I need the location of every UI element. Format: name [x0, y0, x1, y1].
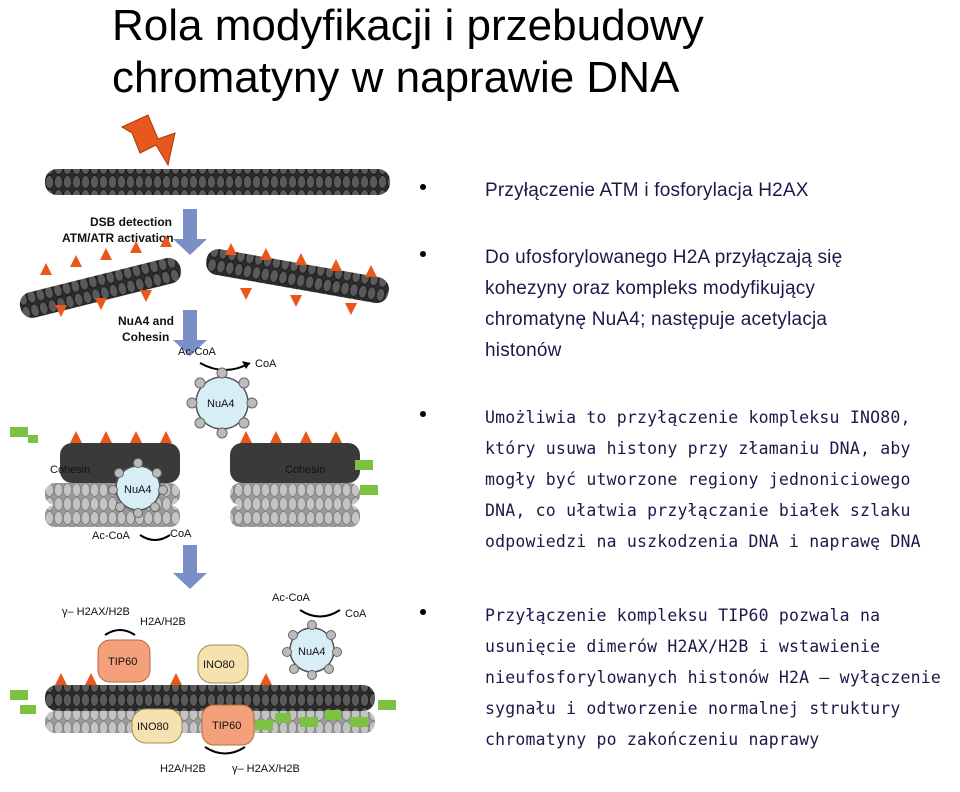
bullet-line: histonów — [485, 335, 960, 366]
bullet-text-1: Przyłączenie ATM i fosforylacja H2AX — [485, 175, 960, 206]
ino80-label-bottom: INO80 — [137, 721, 169, 733]
bullet-line: kohezyny oraz kompleks modyfikujący — [485, 273, 960, 304]
tip60-ino80-section: γ– H2AX/H2B H2A/H2B Ac-CoA CoA NuA4 TIP6… — [10, 592, 396, 775]
diagram-svg: DSB detection ATM/ATR activation NuA4 an… — [0, 105, 410, 787]
chromatin-fiber-intact — [45, 169, 390, 195]
acco-label-1: Ac-CoA — [178, 346, 217, 358]
bullet-line: nieufosforylowanych histonów H2A – wyłąc… — [485, 662, 960, 693]
step2-label-2: Cohesin — [122, 330, 169, 344]
bullet-line: DNA, co ułatwia przyłączanie białek szla… — [485, 495, 960, 526]
coa-label-1: CoA — [255, 358, 277, 370]
h2ah2b-label-bottom: H2A/H2B — [160, 763, 206, 775]
bullet-text-3: Umożliwia to przyłączenie kompleksu INO8… — [485, 402, 960, 557]
acco-label-3: Ac-CoA — [272, 592, 311, 604]
title-line-2: chromatyny w naprawie DNA — [112, 52, 932, 104]
bullet-text-2: Do ufosforylowanego H2A przyłączają się … — [485, 242, 960, 366]
slide-title: Rola modyfikacji i przebudowy chromatyny… — [112, 0, 932, 104]
bullet-dot — [420, 251, 426, 257]
bullet-line: mogły być utworzone regiony jednoniciowe… — [485, 464, 960, 495]
bullet-line: który usuwa histony przy złamaniu DNA, a… — [485, 433, 960, 464]
step2-label-1: NuA4 and — [118, 314, 174, 328]
bullet-dot — [420, 184, 426, 190]
nua4-label-bottom: NuA4 — [298, 646, 326, 658]
bullet-line: chromatynę NuA4; następuje acetylacja — [485, 304, 960, 335]
bullet-line: Przyłączenie ATM i fosforylacja H2AX — [485, 175, 960, 206]
bullet-line: Do ufosforylowanego H2A przyłączają się — [485, 242, 960, 273]
acco-label-2: Ac-CoA — [92, 530, 131, 542]
gh2ax-label-top: γ– H2AX/H2B — [62, 606, 130, 618]
dna-break-lightning-icon — [122, 115, 175, 165]
coa-label-2: CoA — [170, 528, 192, 540]
chromatin-repair-diagram: DSB detection ATM/ATR activation NuA4 an… — [0, 105, 410, 787]
nua4-label-mid: NuA4 — [124, 484, 152, 496]
bullet-line: Umożliwia to przyłączenie kompleksu INO8… — [485, 402, 960, 433]
coa-label-3: CoA — [345, 608, 367, 620]
step1-label-2: ATM/ATR activation — [62, 231, 174, 245]
title-line-1: Rola modyfikacji i przebudowy — [112, 0, 932, 52]
step-arrow-1 — [173, 209, 207, 255]
nua4-label-top: NuA4 — [207, 398, 235, 410]
ino80-label-top: INO80 — [203, 659, 235, 671]
gh2ax-label-bottom: γ– H2AX/H2B — [232, 763, 300, 775]
broken-chromatin-phosphorylated — [17, 235, 391, 320]
step-arrow-3 — [173, 545, 207, 589]
cohesin-nua4-section: Cohesin Cohesin NuA4 — [10, 427, 378, 527]
cohesin-label-right: Cohesin — [285, 464, 325, 476]
tip60-label-top: TIP60 — [108, 656, 137, 668]
bullet-dot — [420, 411, 426, 417]
cohesin-label-left: Cohesin — [50, 464, 90, 476]
bullet-line: Przyłączenie kompleksu TIP60 pozwala na — [485, 600, 960, 631]
bullet-line: usunięcie dimerów H2AX/H2B i wstawienie — [485, 631, 960, 662]
bullet-dot — [420, 609, 426, 615]
bullet-line: odpowiedzi na uszkodzenia DNA i naprawę … — [485, 526, 960, 557]
nua4-complex-top: NuA4 — [187, 368, 257, 438]
bullet-line: sygnału i odtworzenie normalnej struktur… — [485, 693, 960, 724]
h2ah2b-label-top: H2A/H2B — [140, 616, 186, 628]
tip60-label-bottom: TIP60 — [212, 720, 241, 732]
bullet-line: chromatyny po zakończeniu naprawy — [485, 724, 960, 755]
step1-label-1: DSB detection — [90, 215, 172, 229]
bullet-text-4: Przyłączenie kompleksu TIP60 pozwala na … — [485, 600, 960, 755]
